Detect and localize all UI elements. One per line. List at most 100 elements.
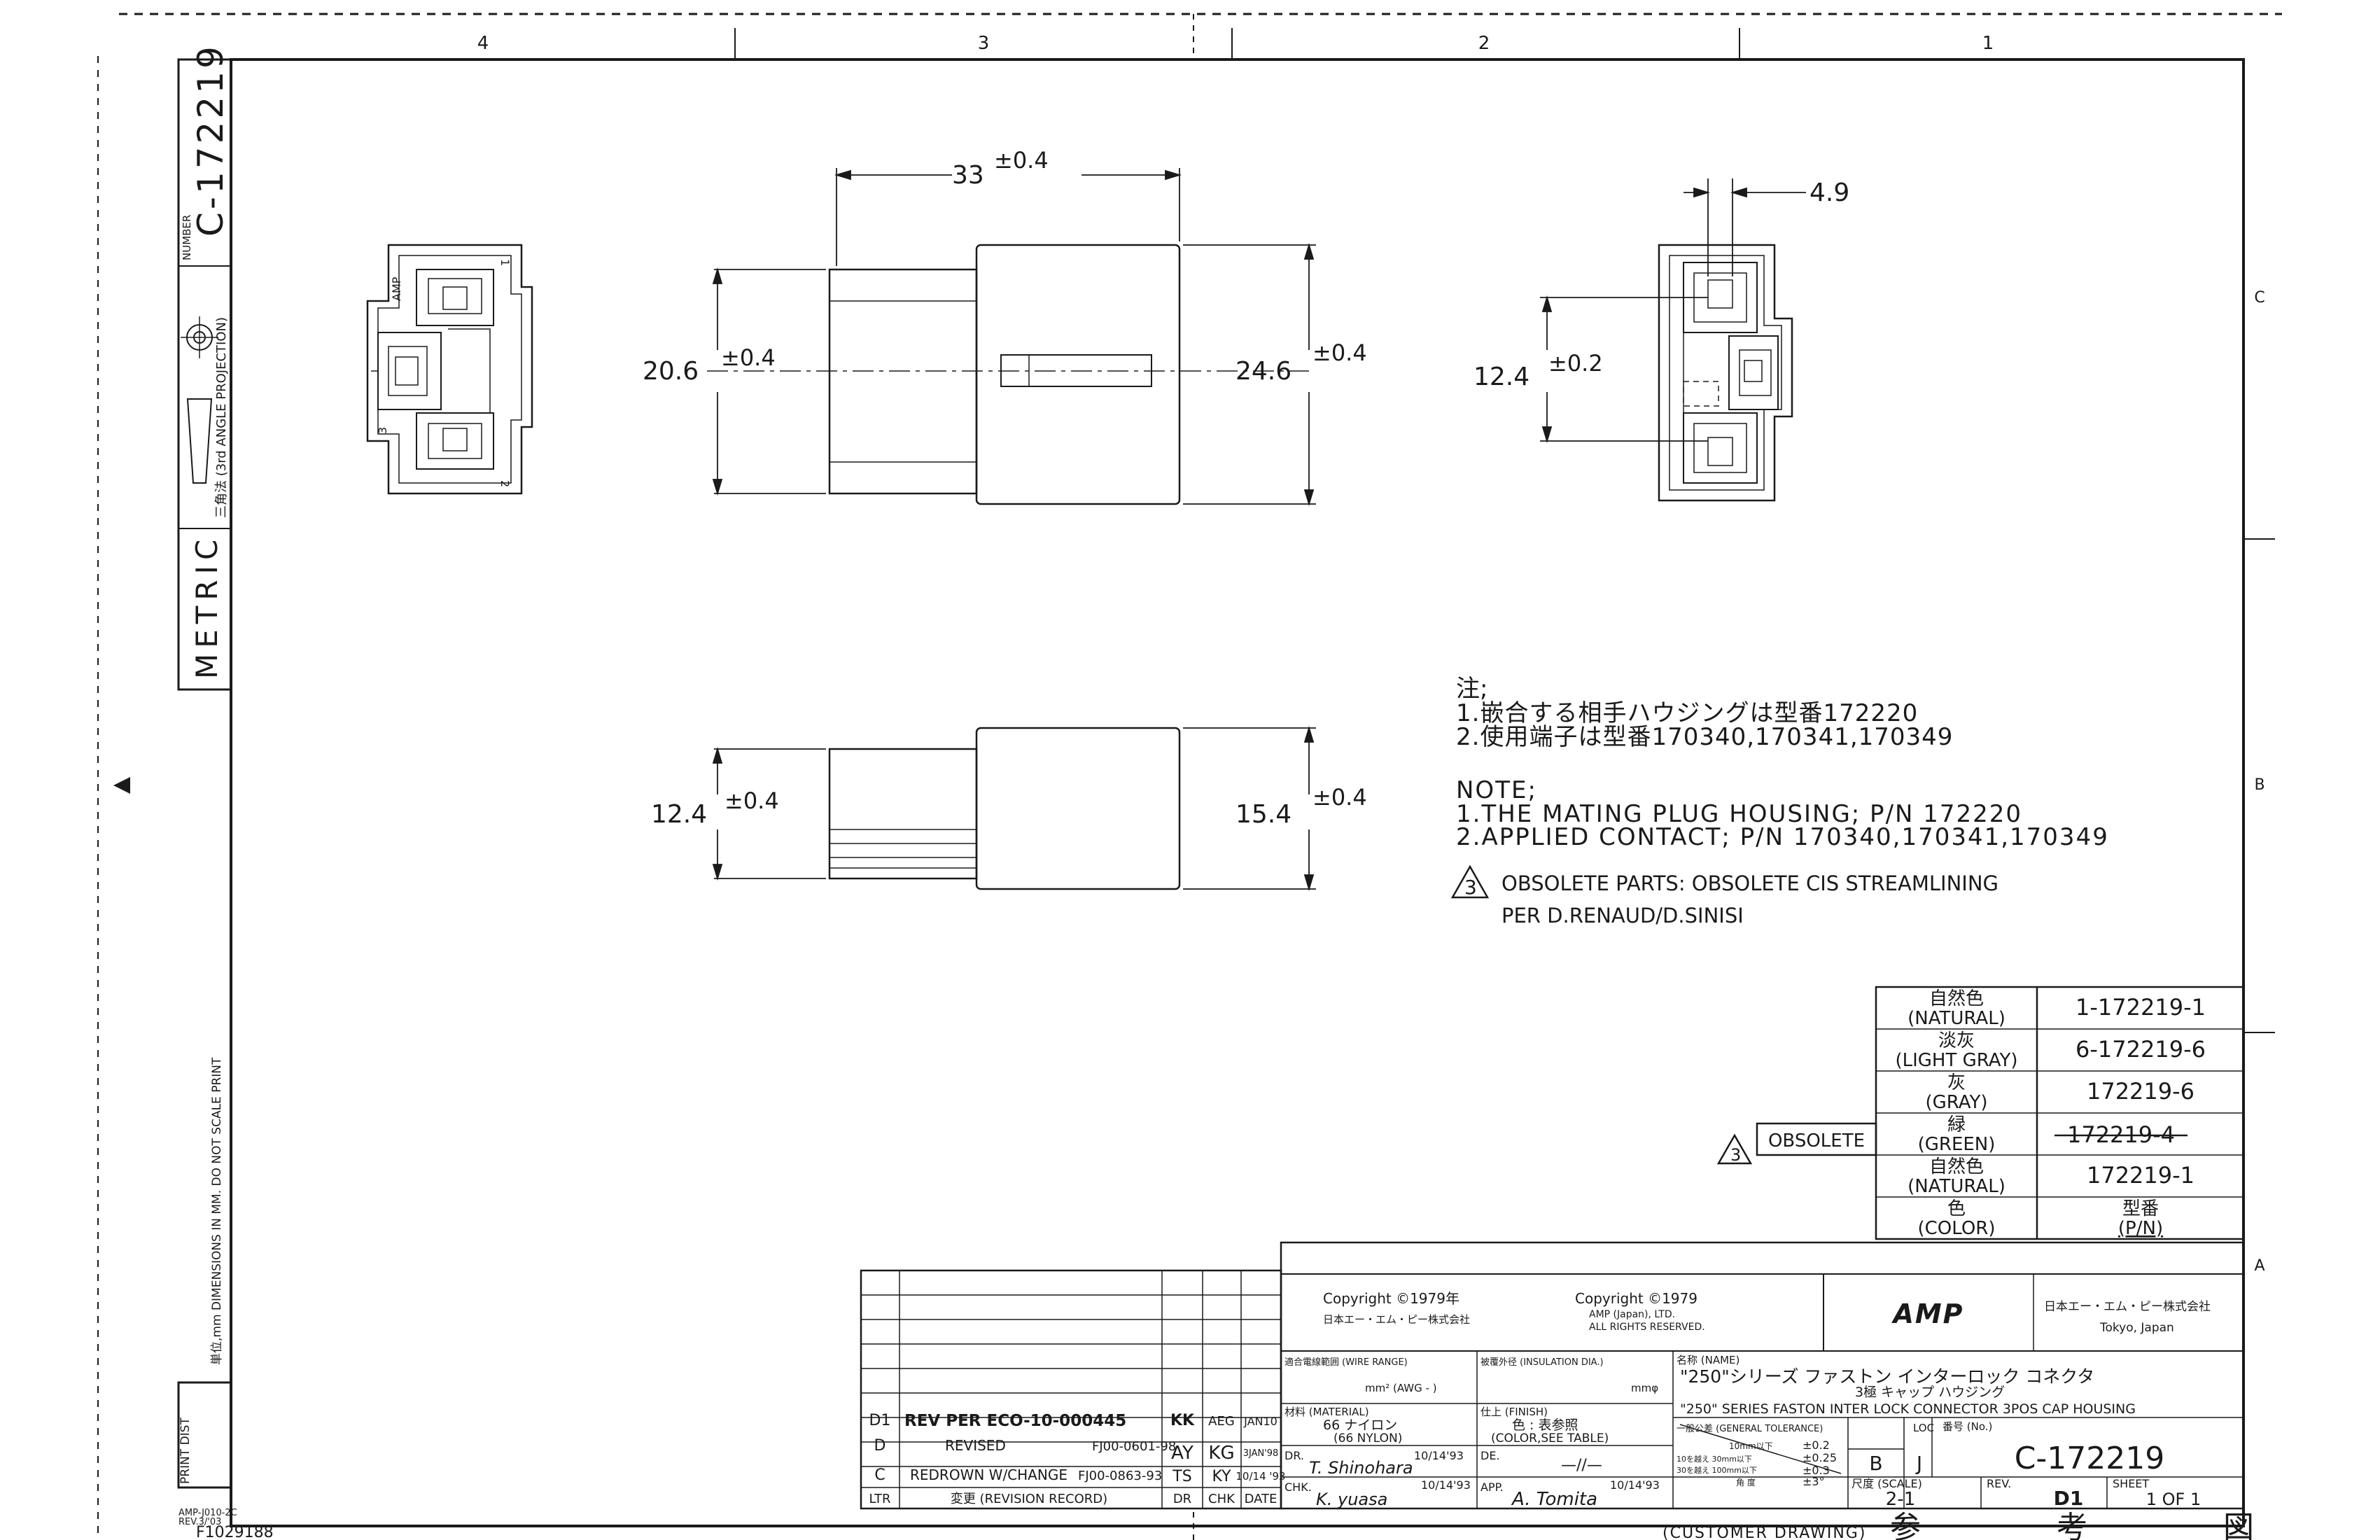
color-row-4-jp: 緑 bbox=[1947, 1114, 1966, 1135]
obsolete-triangle-icon bbox=[1450, 864, 1490, 899]
notes-en-line1: 1.THE MATING PLUG HOUSING; P/N 172220 bbox=[1456, 800, 2022, 828]
tol-row-1-value: ±0.2 bbox=[1802, 1438, 1830, 1452]
dim-bottom-right-tol: ±0.4 bbox=[1312, 784, 1367, 811]
dim-height-left-tol: ±0.4 bbox=[721, 344, 776, 371]
dr-signature: T. Shinohara bbox=[1309, 1458, 1413, 1478]
name-label: 名称 (NAME) bbox=[1676, 1354, 1740, 1366]
side-view bbox=[707, 244, 1309, 505]
obsolete-flag-symbol: 3 bbox=[1730, 1145, 1741, 1165]
obsolete-flag-label: OBSOLETE bbox=[1768, 1130, 1865, 1152]
dim-bottom-right-value: 15.4 bbox=[1236, 800, 1292, 829]
color-table bbox=[1875, 986, 2245, 1240]
rev-d1-date: JAN10 bbox=[1243, 1415, 1278, 1428]
chk-label: CHK. bbox=[1284, 1480, 1312, 1494]
notes-jp-line2: 2.使用端子は型番170340,170341,170349 bbox=[1456, 723, 1953, 751]
loc-value: J bbox=[1915, 1452, 1922, 1475]
title-block bbox=[1280, 1241, 2245, 1510]
rev-header-ltr: LTR bbox=[869, 1492, 890, 1506]
rev-c-ltr: C bbox=[874, 1466, 885, 1484]
loc-label: LOC bbox=[1913, 1422, 1934, 1434]
film-number: F1029188 bbox=[196, 1524, 274, 1540]
revision-block bbox=[860, 1269, 1282, 1510]
dim-length-value: 33 bbox=[952, 161, 984, 190]
amp-logo: AMP bbox=[1891, 1298, 1963, 1329]
rev-d-dr: AY bbox=[1171, 1443, 1194, 1464]
dim-height-right-value: 24.6 bbox=[1236, 357, 1292, 386]
color-row-1-pn: 1-172219-1 bbox=[2076, 994, 2206, 1021]
obsolete-symbol: 3 bbox=[1464, 876, 1477, 899]
side-drawing-number: C-172219 bbox=[190, 43, 231, 237]
rev-header-dr: DR bbox=[1173, 1492, 1191, 1506]
dr-date: 10/14'93 bbox=[1414, 1449, 1464, 1462]
customer-drawing: (CUSTOMER DRAWING) bbox=[1662, 1525, 1866, 1540]
company-jp: 日本エー・エム・ピー株式会社 bbox=[2044, 1300, 2211, 1314]
rev-c-ecn: FJ00-0863-93 bbox=[1078, 1469, 1162, 1483]
color-row-4-pn: 172219-4 bbox=[2067, 1121, 2175, 1148]
company-city: Tokyo, Japan bbox=[2099, 1321, 2174, 1335]
rev-d-chk: KG bbox=[1208, 1443, 1234, 1464]
name-jp-2: 3極 キャップ ハウジング bbox=[1855, 1385, 2005, 1400]
rev-c-desc: REDROWN W/CHANGE bbox=[910, 1466, 1068, 1483]
dim-bottom-left-value: 12.4 bbox=[651, 800, 707, 829]
dwg-no: C-172219 bbox=[2015, 1441, 2165, 1476]
wire-range-label: 適合電線範囲 (WIRE RANGE) bbox=[1284, 1357, 1408, 1368]
copyright-left-1: Copyright ©1979年 bbox=[1323, 1290, 1460, 1307]
rev-d1-ltr: D1 bbox=[869, 1412, 891, 1429]
finish-jp: 色 : 表参照 bbox=[1512, 1418, 1578, 1433]
tol-row-2-range: 10を越え 30mm以下 bbox=[1676, 1454, 1752, 1464]
color-row-5-en: (NATURAL) bbox=[1907, 1176, 2005, 1197]
rev-d1-chk: AEG bbox=[1208, 1414, 1235, 1429]
notes-jp-header: 注; bbox=[1456, 675, 1488, 703]
material-en: (66 NYLON) bbox=[1334, 1432, 1402, 1446]
color-row-4-en: (GREEN) bbox=[1918, 1134, 1996, 1155]
app-signature: A. Tomita bbox=[1511, 1489, 1597, 1510]
drawing-frame bbox=[230, 58, 2245, 1527]
pin-label-2: 2 bbox=[498, 480, 512, 487]
pn-header-en: (P/N) bbox=[2118, 1218, 2163, 1239]
dim-rear-height bbox=[1540, 295, 1708, 444]
color-row-3-en: (GRAY) bbox=[1925, 1092, 1987, 1113]
sheet-value: 1 OF 1 bbox=[2146, 1490, 2202, 1509]
dr-label: DR. bbox=[1284, 1449, 1304, 1462]
scale-value: 2-1 bbox=[1886, 1489, 1915, 1510]
rev-header-date: DATE bbox=[1245, 1492, 1278, 1506]
tol-row-4-value: ±3° bbox=[1802, 1475, 1825, 1488]
finish-en: (COLOR,SEE TABLE) bbox=[1491, 1432, 1609, 1446]
copyright-right-1: Copyright ©1979 bbox=[1575, 1290, 1698, 1307]
app-date: 10/14'93 bbox=[1610, 1478, 1660, 1492]
dim-bottom-left-tol: ±0.4 bbox=[724, 788, 779, 814]
rev-c-date: 10/14 '93 bbox=[1236, 1470, 1285, 1483]
pin-label-3: 3 bbox=[376, 427, 389, 434]
de-value: —//— bbox=[1561, 1457, 1602, 1474]
insulation-value: mmφ bbox=[1631, 1382, 1658, 1394]
color-row-2-pn: 6-172219-6 bbox=[2076, 1036, 2206, 1063]
dim-height-right-tol: ±0.4 bbox=[1312, 340, 1367, 366]
print-dist-label: PRINT DIST bbox=[178, 1418, 192, 1484]
tol-row-2-value: ±0.25 bbox=[1802, 1451, 1837, 1464]
name-en: "250" SERIES FASTON INTER LOCK CONNECTOR… bbox=[1680, 1401, 2136, 1417]
color-row-5-pn: 172219-1 bbox=[2087, 1162, 2194, 1189]
dim-rear-height-value: 12.4 bbox=[1474, 363, 1530, 391]
color-row-2-en: (LIGHT GRAY) bbox=[1895, 1050, 2017, 1071]
zone-col-2: 2 bbox=[1478, 33, 1490, 54]
dim-height-left bbox=[712, 267, 826, 496]
rev-label: REV. bbox=[1987, 1477, 2011, 1490]
app-label: APP. bbox=[1480, 1480, 1504, 1494]
rear-view bbox=[1658, 244, 1793, 502]
rev-d1-desc: REV PER ECO-10-000445 bbox=[904, 1412, 1126, 1430]
dim-height-left-value: 20.6 bbox=[643, 357, 699, 386]
form-rev: REV.3/'03 bbox=[178, 1517, 221, 1527]
dwg-no-label: 番号 (No.) bbox=[1942, 1420, 1992, 1433]
copyright-right-3: ALL RIGHTS RESERVED. bbox=[1589, 1322, 1705, 1333]
side-panel: NUMBER C-172219 三角法 (3rd ANGLE PROJECTIO… bbox=[177, 43, 232, 691]
rev-d-date: 3JAN'98 bbox=[1243, 1448, 1279, 1459]
obsolete-note-line1: OBSOLETE PARTS: OBSOLETE CIS STREAMLININ… bbox=[1502, 872, 1998, 895]
rev-d-ecn: FJ00-0601-98 bbox=[1092, 1439, 1176, 1454]
scale-label: 尺度 (SCALE) bbox=[1851, 1477, 1922, 1490]
side-panel-lower: 単位,mm DIMENSIONS IN MM. DO NOT SCALE PRI… bbox=[177, 1057, 274, 1540]
rev-d-ltr: D bbox=[874, 1437, 886, 1455]
name-jp-1: "250"シリーズ ファストン インターロック コネクタ bbox=[1680, 1366, 2094, 1387]
third-angle-projection-icon bbox=[181, 316, 218, 484]
zone-row-b: B bbox=[2254, 776, 2264, 794]
